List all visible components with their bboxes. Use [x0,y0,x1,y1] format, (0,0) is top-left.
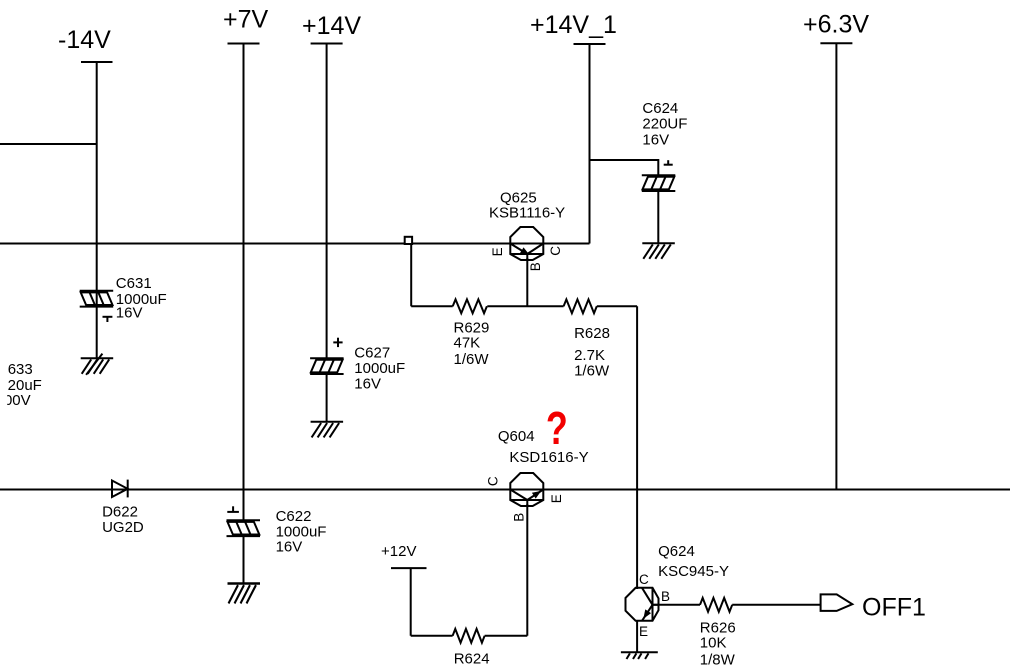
svg-text:1/8W: 1/8W [700,652,736,667]
svg-text:B: B [512,513,527,522]
svg-text:16V: 16V [354,376,381,393]
svg-text:C631: C631 [116,275,152,292]
svg-text:1000uF: 1000uF [354,360,405,377]
svg-text:KSD1616-Y: KSD1616-Y [509,449,588,466]
svg-text:47K: 47K [454,335,481,352]
svg-text:E: E [490,247,505,256]
svg-text:1/6W: 1/6W [454,351,490,368]
svg-text:2.7K: 2.7K [574,347,605,364]
svg-text:C633: C633 [0,361,33,378]
svg-text:+7V: +7V [223,5,269,33]
svg-text:C: C [639,572,649,587]
svg-text:D622: D622 [102,504,138,521]
svg-text:Q625: Q625 [500,189,537,206]
svg-text:Q604: Q604 [498,428,535,445]
svg-text:+12V: +12V [381,543,416,560]
svg-text:R629: R629 [454,320,490,337]
svg-text:C622: C622 [276,508,312,525]
svg-text:KSC945-Y: KSC945-Y [658,563,729,580]
svg-text:C627: C627 [354,344,390,361]
svg-text:220uF: 220uF [0,377,42,394]
svg-text:C: C [548,246,563,256]
svg-text:B: B [528,262,543,271]
svg-text:+6.3V: +6.3V [803,10,869,38]
svg-text:C624: C624 [642,100,678,117]
svg-text:-14V: -14V [58,26,111,54]
svg-text:B: B [661,589,670,604]
svg-text:+14V_1: +14V_1 [530,11,617,39]
svg-text:?: ? [546,403,568,454]
svg-text:1000uF: 1000uF [116,291,167,308]
svg-text:Q624: Q624 [658,543,695,560]
svg-text:UG2D: UG2D [102,519,144,536]
svg-text:16V: 16V [276,539,303,556]
svg-text:220UF: 220UF [642,116,687,133]
svg-text:OFF1: OFF1 [862,593,926,621]
svg-text:1/6W: 1/6W [574,362,610,379]
svg-text:16V: 16V [116,305,143,322]
svg-text:100V: 100V [0,392,31,409]
svg-text:C: C [486,476,501,486]
svg-text:+14V: +14V [302,12,361,40]
svg-text:R626: R626 [700,620,736,637]
svg-text:E: E [549,494,564,503]
svg-text:E: E [639,624,648,639]
svg-text:16V: 16V [642,131,669,148]
svg-text:10K: 10K [700,634,727,651]
svg-text:KSB1116-Y: KSB1116-Y [489,204,565,221]
svg-text:R628: R628 [574,325,610,342]
svg-text:R624: R624 [454,651,490,667]
svg-text:1000uF: 1000uF [276,524,327,541]
